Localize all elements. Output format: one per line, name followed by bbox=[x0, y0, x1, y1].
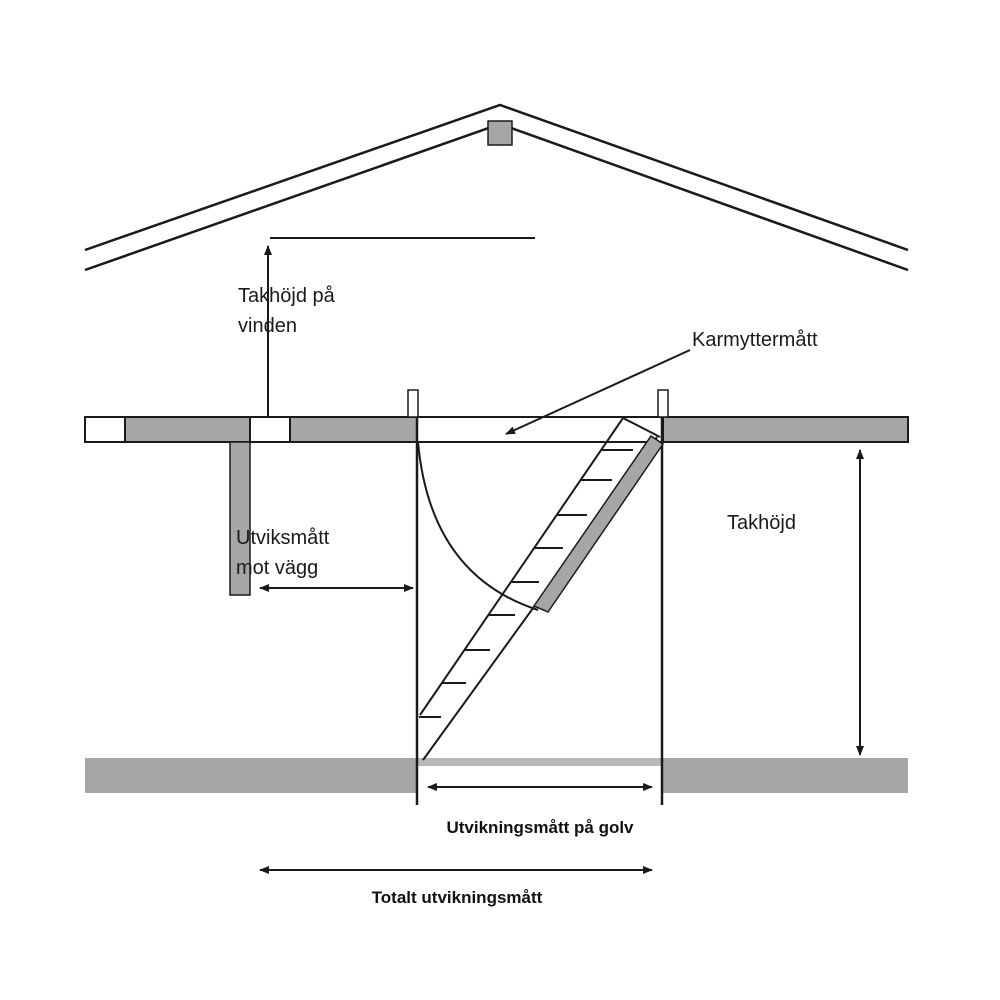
hatch-swing-arc bbox=[417, 441, 539, 611]
attic-height-label-1: Takhöjd på bbox=[238, 285, 336, 307]
ceiling-beam bbox=[84, 416, 909, 443]
ladder bbox=[419, 417, 661, 761]
frame-post-right bbox=[657, 389, 669, 418]
hatch-door bbox=[532, 434, 665, 613]
total-extent-label: Totalt utvikningsmått bbox=[372, 888, 543, 907]
ceiling-height-label: Takhöjd bbox=[727, 512, 796, 534]
frame-post-left bbox=[407, 389, 419, 418]
floor bbox=[85, 758, 908, 793]
attic-height-label-2: vinden bbox=[238, 315, 297, 337]
frame-outer-label: Karmyttermått bbox=[692, 329, 818, 351]
frame-outer-arrow bbox=[505, 349, 691, 435]
ridge-beam bbox=[487, 120, 513, 146]
floor-extent-label: Utvikningsmått på golv bbox=[446, 818, 634, 837]
wall bbox=[229, 441, 251, 596]
wall-clearance-label-1: Utviksmått bbox=[236, 527, 330, 549]
wall-clearance-label-2: mot vägg bbox=[236, 557, 318, 579]
